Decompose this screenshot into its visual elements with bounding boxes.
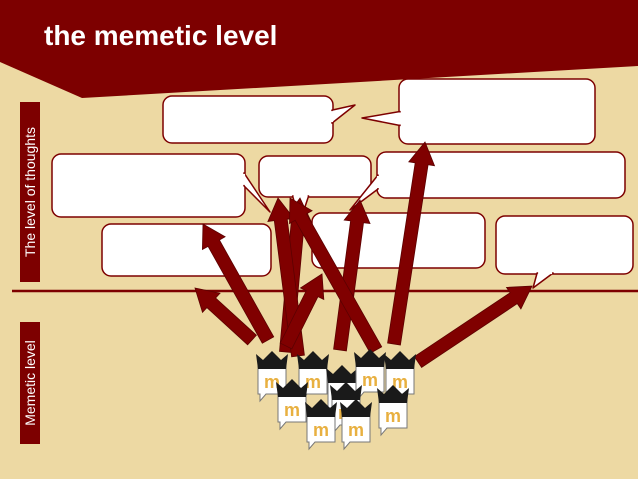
crown-icon bbox=[330, 382, 362, 400]
thought-bubble-icon bbox=[495, 215, 634, 289]
crown-icon bbox=[297, 351, 329, 369]
thought-bubbles bbox=[51, 78, 634, 289]
meme-arrows bbox=[194, 141, 533, 368]
arrow-icon bbox=[194, 287, 257, 346]
meme-icon: m bbox=[276, 379, 308, 431]
meme-icon: m bbox=[354, 349, 386, 401]
meme-icon: m bbox=[377, 385, 409, 437]
meme-icon: m bbox=[305, 399, 337, 451]
arrow-icon bbox=[201, 223, 275, 344]
crown-icon bbox=[377, 385, 409, 403]
crown-icon bbox=[256, 351, 288, 369]
meme-letter: m bbox=[385, 406, 401, 426]
memetic-level-label: Memetic level bbox=[20, 322, 40, 444]
crown-icon bbox=[354, 349, 386, 367]
thoughts-level-text: The level of thoughts bbox=[22, 127, 38, 257]
crown-icon bbox=[305, 399, 337, 417]
meme-letter: m bbox=[362, 370, 378, 390]
thoughts-level-label: The level of thoughts bbox=[20, 102, 40, 282]
thought-bubble-icon bbox=[101, 223, 272, 277]
meme-cluster: mmmmmmmmmm bbox=[256, 349, 416, 451]
arrow-icon bbox=[289, 197, 383, 354]
meme-letter: m bbox=[264, 372, 280, 392]
thought-bubble-icon bbox=[51, 153, 271, 218]
title-banner bbox=[0, 0, 638, 98]
arrow-icon bbox=[413, 285, 533, 368]
meme-letter: m bbox=[284, 400, 300, 420]
crown-icon bbox=[326, 365, 358, 383]
arrow-icon bbox=[333, 199, 371, 352]
meme-letter: m bbox=[392, 372, 408, 392]
meme-letter: m bbox=[305, 372, 321, 392]
thought-bubble-icon bbox=[361, 78, 596, 145]
arrow-icon bbox=[387, 141, 436, 346]
crown-icon bbox=[276, 379, 308, 397]
arrow-icon bbox=[279, 273, 325, 350]
crown-icon bbox=[340, 399, 372, 417]
thought-bubble-icon bbox=[162, 95, 356, 144]
meme-icon: m bbox=[340, 399, 372, 451]
crown-icon bbox=[384, 351, 416, 369]
memetic-level-text: Memetic level bbox=[22, 340, 38, 426]
meme-letter: m bbox=[313, 420, 329, 440]
thought-bubble-icon bbox=[349, 151, 626, 211]
meme-letter: m bbox=[348, 420, 364, 440]
thought-bubble-icon bbox=[311, 212, 486, 269]
slide-title: the memetic level bbox=[44, 20, 278, 51]
